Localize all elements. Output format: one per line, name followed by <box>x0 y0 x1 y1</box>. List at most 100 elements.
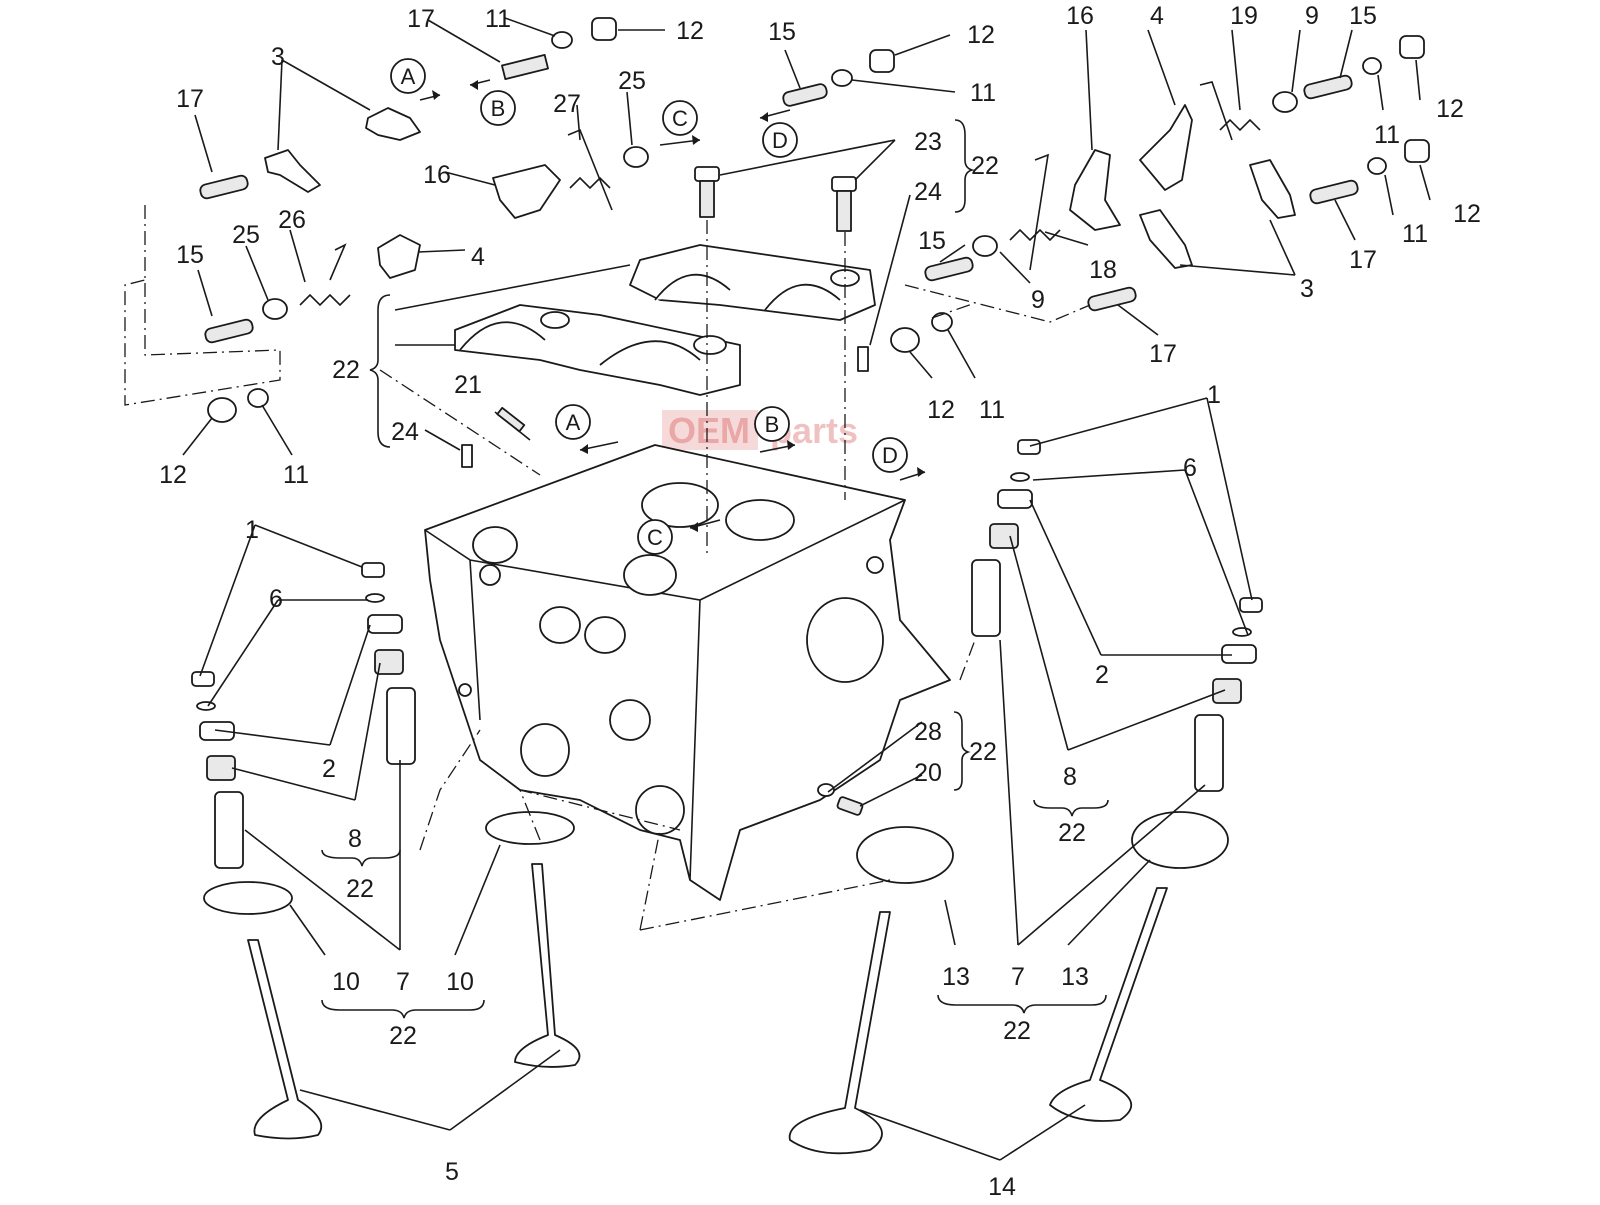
callout-2: 2 <box>1095 661 1109 689</box>
callout-17: 17 <box>1149 340 1177 368</box>
callout-12: 12 <box>1436 95 1464 123</box>
callout-15: 15 <box>1349 2 1377 30</box>
callout-22: 22 <box>332 356 360 384</box>
callout-6: 6 <box>269 585 283 613</box>
braces <box>321 119 1109 1019</box>
callout-23: 23 <box>914 128 942 156</box>
letter-marker-b-mid: B <box>754 406 790 442</box>
svg-text:C: C <box>672 106 688 131</box>
leader-lines <box>182 17 1431 1161</box>
callout-1: 1 <box>245 516 259 544</box>
callout-11: 11 <box>283 461 309 489</box>
right-rocker-assembly <box>890 35 1430 353</box>
svg-text:OEM: OEM <box>668 410 750 451</box>
callout-3: 3 <box>271 43 285 71</box>
svg-text:D: D <box>882 443 898 468</box>
svg-text:C: C <box>647 525 663 550</box>
callout-11: 11 <box>485 5 511 33</box>
callout-4: 4 <box>1150 2 1164 30</box>
callout-9: 9 <box>1031 286 1045 314</box>
callout-8: 8 <box>348 825 362 853</box>
assembly-dash-lines <box>124 205 1091 931</box>
callout-24: 24 <box>391 418 419 446</box>
callout-11: 11 <box>970 79 996 107</box>
callout-1: 1 <box>1207 381 1221 409</box>
letter-marker-c-mid: C <box>637 519 673 555</box>
callout-22: 22 <box>389 1022 417 1050</box>
camshaft-caps <box>454 244 876 396</box>
callout-6: 6 <box>1183 454 1197 482</box>
svg-text:A: A <box>566 410 581 435</box>
callout-11: 11 <box>1374 121 1400 149</box>
callout-27: 27 <box>553 90 581 118</box>
left-valve-parts <box>191 562 581 1140</box>
callout-22: 22 <box>1003 1017 1031 1045</box>
callout-22: 22 <box>346 875 374 903</box>
callout-13: 13 <box>1061 963 1089 991</box>
callout-17: 17 <box>407 5 435 33</box>
fitting-21 <box>494 406 531 441</box>
callout-20: 20 <box>914 759 942 787</box>
svg-text:A: A <box>401 64 416 89</box>
top-center-rocker-assembly <box>492 17 895 219</box>
svg-text:B: B <box>491 96 506 121</box>
dowel-24-b <box>461 444 473 468</box>
callout-25: 25 <box>232 221 260 249</box>
callout-15: 15 <box>918 227 946 255</box>
callout-15: 15 <box>768 18 796 46</box>
callout-3: 3 <box>1300 275 1314 303</box>
callout-12: 12 <box>927 396 955 424</box>
callout-10: 10 <box>446 968 474 996</box>
callout-28: 28 <box>914 718 942 746</box>
callout-17: 17 <box>1349 246 1377 274</box>
callout-7: 7 <box>396 968 410 996</box>
callout-10: 10 <box>332 968 360 996</box>
svg-text:D: D <box>772 128 788 153</box>
callout-13: 13 <box>942 963 970 991</box>
callout-5: 5 <box>445 1158 459 1186</box>
callout-22: 22 <box>971 152 999 180</box>
letter-marker-d-top: D <box>762 122 798 158</box>
right-valve-parts <box>788 439 1263 1155</box>
dowel-24-a <box>857 346 869 372</box>
callout-12: 12 <box>967 21 995 49</box>
screw-20 <box>836 796 864 816</box>
callout-4: 4 <box>471 243 485 271</box>
callout-24: 24 <box>914 178 942 206</box>
callout-19: 19 <box>1230 2 1258 30</box>
washer-28 <box>817 783 835 797</box>
callout-17: 17 <box>176 85 204 113</box>
letter-marker-c-top: C <box>662 100 698 136</box>
left-rocker-assembly <box>199 107 421 423</box>
callout-22: 22 <box>969 738 997 766</box>
letter-marker-b-top: B <box>480 90 516 126</box>
letter-marker-a-top: A <box>390 58 426 94</box>
callout-12: 12 <box>1453 200 1481 228</box>
callout-7: 7 <box>1011 963 1025 991</box>
callout-15: 15 <box>176 241 204 269</box>
callout-12: 12 <box>676 17 704 45</box>
callout-2: 2 <box>322 755 336 783</box>
callout-26: 26 <box>278 206 306 234</box>
callout-11: 11 <box>979 396 1005 424</box>
callout-11: 11 <box>1402 220 1428 248</box>
letter-marker-a-mid: A <box>555 404 591 440</box>
callout-25: 25 <box>618 67 646 95</box>
bolt-23-a <box>694 166 720 218</box>
svg-text:B: B <box>765 412 780 437</box>
callout-labels: 17 11 12 3 17 27 25 16 15 12 11 23 22 24… <box>159 2 1481 1201</box>
bolt-23-b <box>831 176 857 232</box>
letter-marker-d-mid: D <box>872 437 908 473</box>
callout-16: 16 <box>1066 2 1094 30</box>
callout-9: 9 <box>1305 2 1319 30</box>
callout-12: 12 <box>159 461 187 489</box>
callout-22: 22 <box>1058 819 1086 847</box>
callout-16: 16 <box>423 161 451 189</box>
callout-14: 14 <box>988 1173 1016 1200</box>
callout-8: 8 <box>1063 763 1077 791</box>
callout-18: 18 <box>1089 256 1117 284</box>
direction-arrows <box>419 79 926 532</box>
callout-21: 21 <box>454 371 482 399</box>
